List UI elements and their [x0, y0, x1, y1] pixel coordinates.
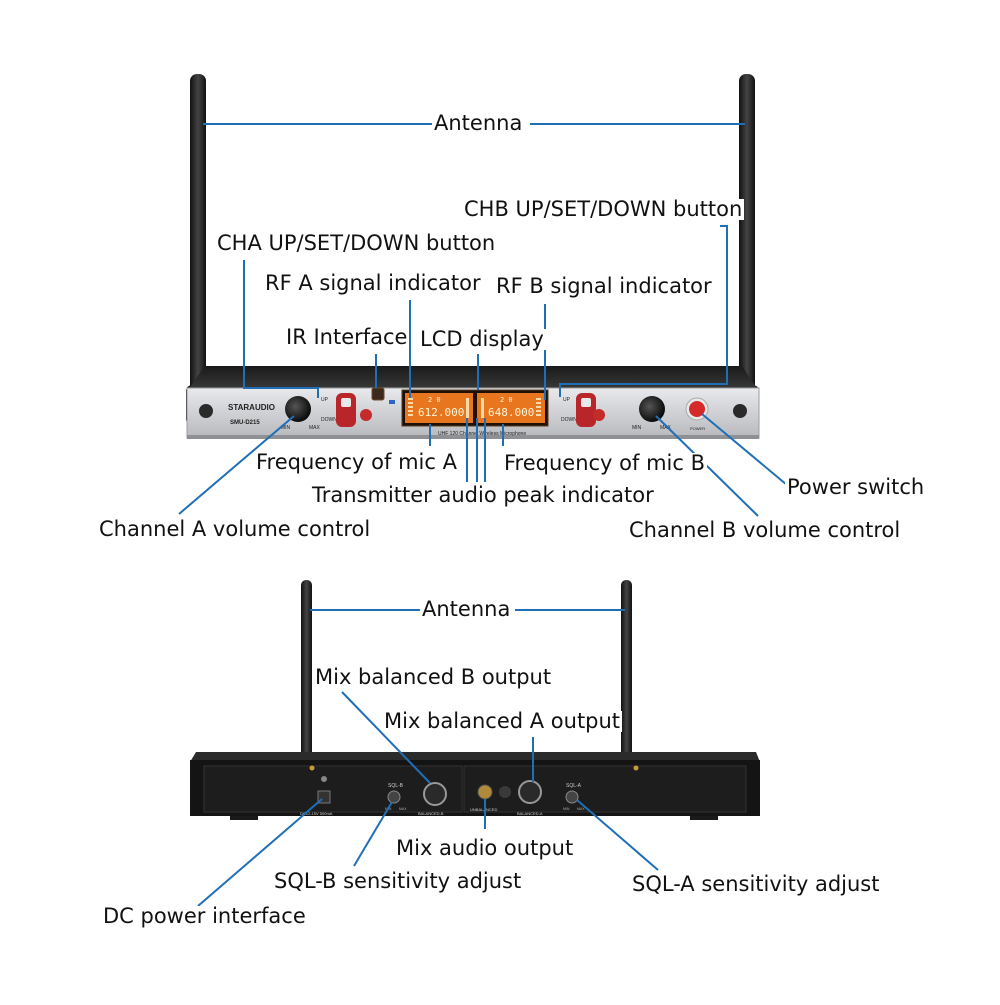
label-lcd: LCD display: [418, 327, 546, 351]
unbalanced-text: UNBALANCED: [470, 807, 497, 812]
front-leaders: [178, 123, 788, 517]
rack-screw-right: [733, 404, 747, 418]
label-freq-a: Frequency of mic A: [254, 450, 459, 474]
knob-b-min-text: MIN: [632, 425, 642, 431]
lcd-b-frequency: 648.000: [488, 406, 534, 419]
lcd-a: [405, 393, 473, 423]
label-rf-b: RF B signal indicator: [494, 274, 714, 298]
power-icon: [689, 401, 705, 417]
rear-leaders: [197, 609, 659, 907]
sql-a-text: SQL-A: [566, 783, 582, 789]
peak-bars: [466, 398, 484, 418]
label-front-antenna: Antenna: [432, 111, 525, 135]
knob-a-min-text: MIN: [281, 425, 291, 431]
label-dc: DC power interface: [101, 904, 308, 928]
ground-screw: [499, 786, 511, 798]
rear-antenna-left: [301, 580, 312, 770]
lcd-a-frequency: 612.000: [418, 406, 464, 419]
label-rear-antenna: Antenna: [420, 597, 513, 621]
chb-up-button[interactable]: [581, 398, 591, 407]
knob-b[interactable]: [639, 396, 665, 422]
label-sql-a: SQL-A sensitivity adjust: [630, 872, 882, 896]
cha-up-text: UP: [321, 397, 329, 403]
xlr-a-connector[interactable]: [518, 780, 542, 804]
knob-a[interactable]: [285, 396, 311, 422]
lcd-b-channel: 2 0: [500, 396, 513, 404]
label-mix-a: Mix balanced A output: [382, 709, 623, 733]
xlr-b-connector[interactable]: [423, 782, 447, 806]
lcd-subtitle: UHF 120 Channel Wireless Microphone: [438, 431, 526, 437]
ir-led: [389, 400, 395, 404]
label-chb-buttons: CHB UP/SET/DOWN button: [462, 197, 745, 221]
sql-a-knob[interactable]: [565, 790, 579, 804]
label-vol-a: Channel A volume control: [97, 517, 373, 541]
front-chassis-top: [188, 366, 758, 390]
chb-set-button[interactable]: [593, 409, 605, 421]
rear-chassis-top: [190, 752, 760, 762]
balanced-a-text: BALANCED-A: [517, 811, 543, 816]
label-freq-b: Frequency of mic B: [502, 451, 707, 475]
model-text: SMU-D215: [230, 420, 260, 426]
label-power: Power switch: [785, 475, 927, 499]
sql-b-max-text: MAX: [399, 807, 407, 811]
label-sql-b: SQL-B sensitivity adjust: [272, 869, 524, 893]
ir-window: [371, 387, 385, 401]
label-ir: IR Interface: [284, 325, 410, 349]
label-mix-audio: Mix audio output: [394, 836, 576, 860]
unbalanced-jack[interactable]: [477, 784, 493, 800]
label-peak: Transmitter audio peak indicator: [310, 483, 656, 507]
knob-b-max-text: MAX: [660, 425, 672, 431]
label-cha-buttons: CHA UP/SET/DOWN button: [215, 231, 498, 255]
label-rf-a: RF A signal indicator: [263, 271, 483, 295]
cha-up-button[interactable]: [341, 398, 351, 407]
sql-a-min-text: MIN: [563, 807, 570, 811]
sql-b-knob[interactable]: [387, 790, 401, 804]
cha-set-button[interactable]: [360, 409, 372, 421]
rf-b-bar: [536, 398, 541, 416]
polarity-icon: [321, 776, 327, 782]
chb-up-text: UP: [563, 397, 571, 403]
cha-down-text: DOWN: [321, 417, 337, 423]
chb-down-text: DOWN: [561, 417, 577, 423]
knob-a-max-text: MAX: [309, 425, 321, 431]
lcd-b: [477, 393, 545, 423]
label-mix-b: Mix balanced B output: [313, 665, 554, 689]
rack-screw-left: [199, 404, 213, 418]
balanced-b-text: BALANCED-B: [418, 811, 444, 816]
rf-a-bar: [408, 398, 413, 416]
label-vol-b: Channel B volume control: [627, 518, 903, 542]
sql-b-text: SQL-B: [388, 783, 404, 789]
power-text: POWER: [690, 426, 705, 431]
sql-a-max-text: MAX: [577, 807, 585, 811]
brand-logo: STARAUDIO: [228, 403, 275, 412]
dc-rating-text: DC12-15V 500mA: [300, 811, 333, 816]
lcd-a-channel: 2 0: [428, 396, 441, 404]
rear-antenna-right: [621, 580, 632, 770]
